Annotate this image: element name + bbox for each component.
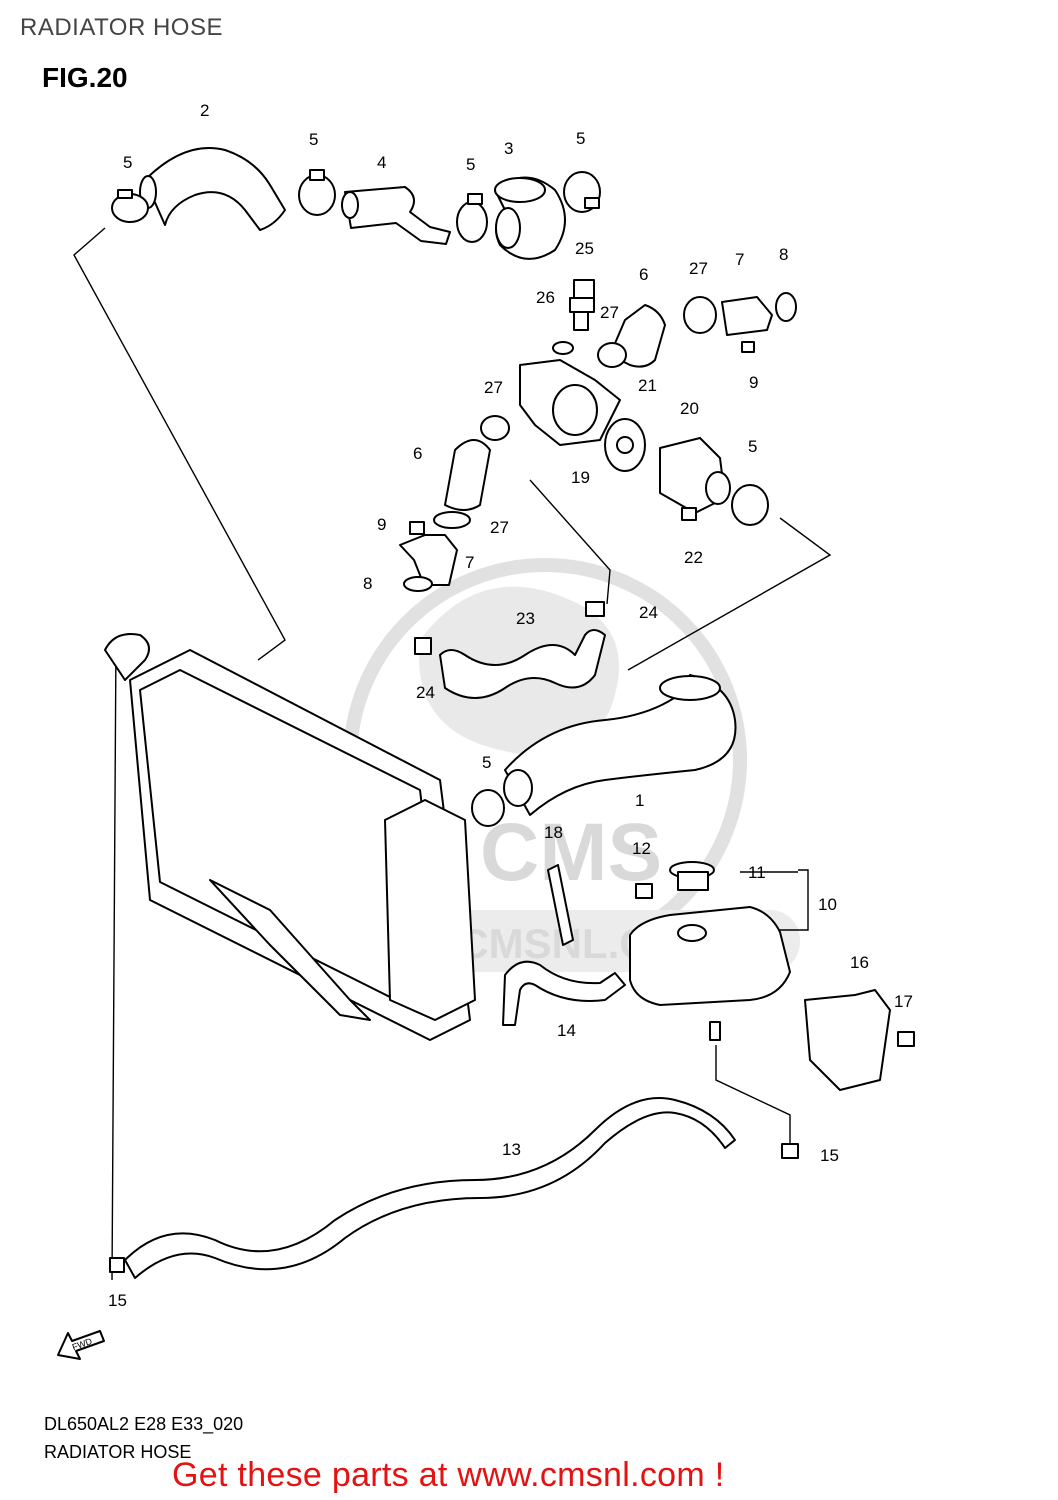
clamp-5-b	[298, 169, 336, 216]
clamp-5-a	[111, 189, 149, 223]
callout-24: 24	[639, 603, 658, 622]
clamp-27-c	[480, 415, 510, 441]
callouts: 2 5 5 4 5 3 5 25 8 26 6 27 7 27 9 27 21 …	[108, 101, 913, 1310]
fwd-arrow-icon: FWD	[57, 1330, 105, 1360]
callout-27: 27	[689, 259, 708, 278]
callout-9: 9	[749, 373, 758, 392]
part-20-cover	[659, 437, 731, 514]
clamp-5-e	[731, 484, 769, 526]
part-19-housing	[519, 359, 621, 446]
callout-15: 15	[108, 1291, 127, 1310]
clamp-27-a	[683, 296, 717, 334]
model-code: DL650AL2 E28 E33_020	[44, 1414, 244, 1434]
callout-5: 5	[123, 153, 132, 172]
clamp-5-d	[563, 171, 601, 213]
part-13-hose	[124, 1097, 736, 1279]
callout-9: 9	[377, 515, 386, 534]
part-26-washer	[552, 341, 574, 355]
figure-label: FIG.20	[42, 62, 128, 93]
callout-10: 10	[818, 895, 837, 914]
callout-21: 21	[638, 376, 657, 395]
callout-6: 6	[413, 444, 422, 463]
callout-7: 7	[735, 250, 744, 269]
callout-25: 25	[575, 239, 594, 258]
callout-27: 27	[484, 378, 503, 397]
page-title: RADIATOR HOSE	[20, 14, 223, 41]
watermark-brand: CMS	[480, 807, 662, 898]
callout-5: 5	[748, 437, 757, 456]
callout-27: 27	[490, 518, 509, 537]
callout-8: 8	[779, 245, 788, 264]
clip-24-a	[414, 637, 432, 655]
bolt-17	[897, 1031, 915, 1047]
radiator	[104, 633, 476, 1041]
part-6-hose-lower	[444, 439, 491, 511]
bolt-9-lower	[409, 521, 425, 535]
clamp-15-a	[109, 1257, 125, 1273]
callout-18: 18	[544, 823, 563, 842]
promo-link[interactable]: Get these parts at www.cmsnl.com !	[172, 1456, 725, 1494]
callout-14: 14	[557, 1021, 576, 1040]
clamp-15-b	[781, 1143, 799, 1159]
part-8-oring-upper	[775, 292, 797, 322]
part-11-cap	[669, 861, 715, 891]
callout-24: 24	[416, 683, 435, 702]
part-16-bracket	[804, 989, 891, 1091]
callout-6: 6	[639, 265, 648, 284]
callout-7: 7	[465, 553, 474, 572]
clamp-27-d	[433, 511, 471, 529]
callout-5: 5	[309, 130, 318, 149]
part-7-fitting-lower	[399, 534, 458, 586]
callout-27: 27	[600, 303, 619, 322]
callout-17: 17	[894, 992, 913, 1011]
callout-23: 23	[516, 609, 535, 628]
clamp-27-b	[597, 342, 627, 368]
callout-12: 12	[632, 839, 651, 858]
leader-lines	[73, 227, 832, 1281]
callout-3: 3	[504, 139, 513, 158]
clamp-5-c	[456, 193, 488, 243]
part-18-bracket	[547, 864, 574, 946]
fwd-label: FWD	[71, 1336, 94, 1353]
callout-5: 5	[482, 753, 491, 772]
bolt-9-upper	[741, 341, 755, 353]
part-21-thermostat	[604, 418, 646, 472]
callout-13: 13	[502, 1140, 521, 1159]
callout-19: 19	[571, 468, 590, 487]
callout-20: 20	[680, 399, 699, 418]
part-3-elbow	[494, 176, 566, 260]
part-14-hose	[502, 960, 626, 1026]
part-7-fitting-upper	[721, 296, 773, 336]
callout-26: 26	[536, 288, 555, 307]
part-10-reservoir	[629, 906, 791, 1041]
callout-2: 2	[200, 101, 209, 120]
callout-8: 8	[363, 574, 372, 593]
callout-4: 4	[377, 153, 386, 172]
part-2-hose	[139, 147, 286, 231]
callout-11: 11	[748, 863, 766, 882]
part-23-hose	[439, 629, 606, 699]
bolt-12	[635, 883, 653, 899]
callout-5: 5	[466, 155, 475, 174]
part-4-pipe	[341, 186, 451, 245]
diagram-name: RADIATOR HOSE	[44, 1442, 192, 1462]
clamp-5-f	[471, 789, 505, 827]
callout-16: 16	[850, 953, 869, 972]
callout-5: 5	[576, 129, 585, 148]
part-25-sensor	[569, 279, 595, 331]
clip-24-b	[585, 601, 605, 617]
callout-15: 15	[820, 1146, 839, 1165]
part-1-hose	[503, 674, 737, 816]
part-8-oring-lower	[403, 576, 433, 592]
bolt-22	[681, 507, 697, 521]
callout-1: 1	[635, 791, 644, 810]
callout-22: 22	[684, 548, 703, 567]
